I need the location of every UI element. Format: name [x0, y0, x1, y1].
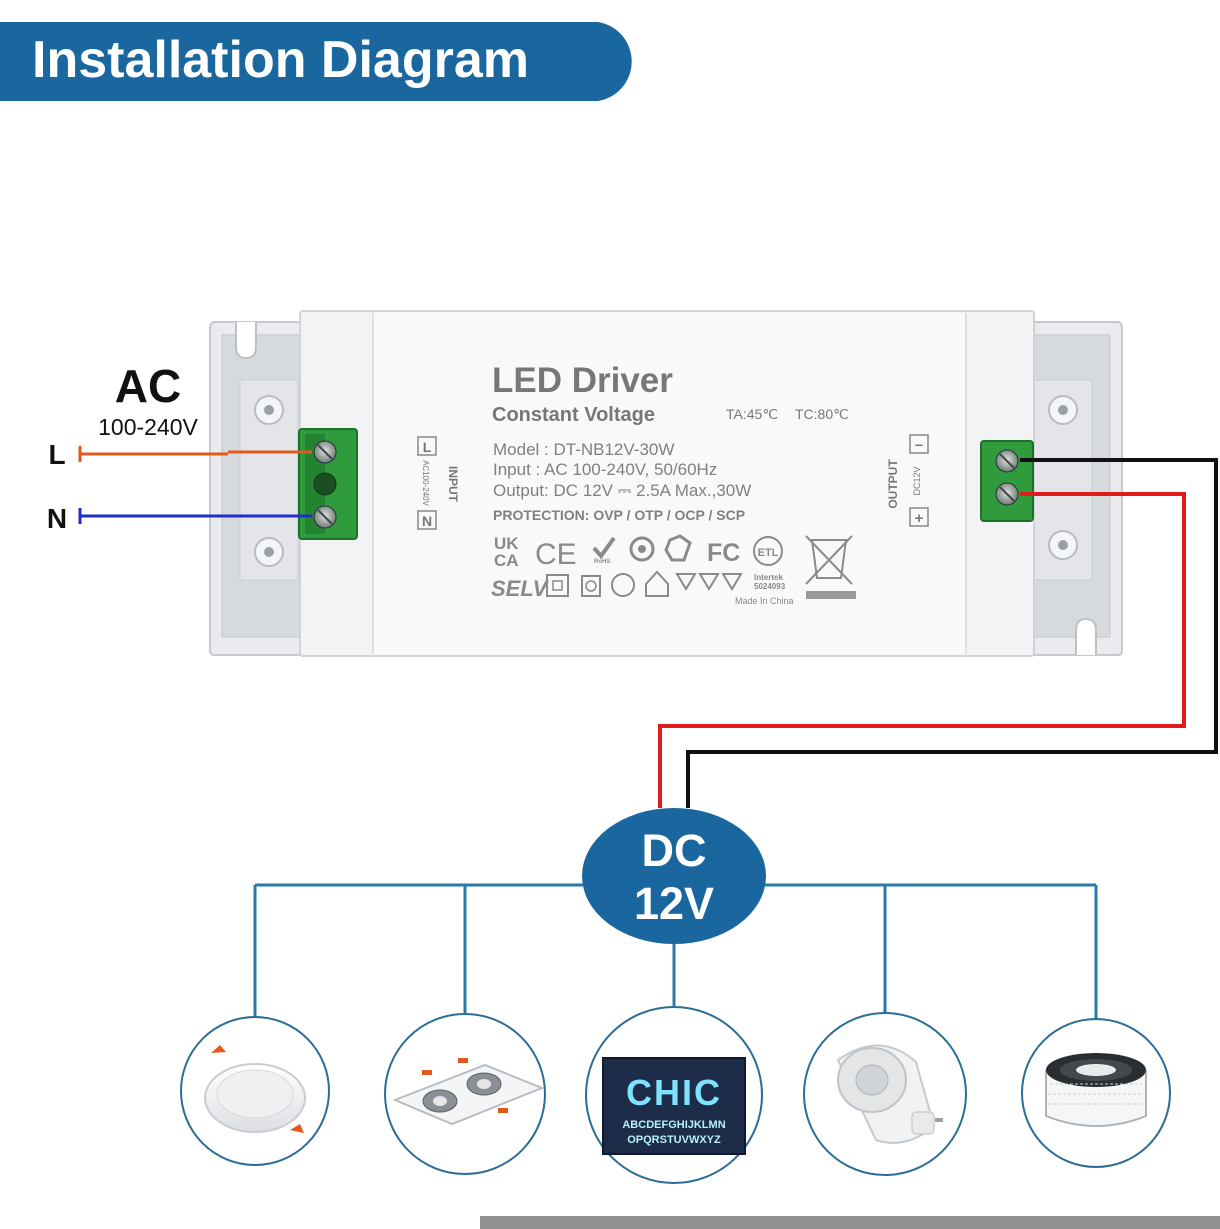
sign-line-2: OPQRSTUVWXYZ	[627, 1134, 721, 1146]
left-end-cap	[209, 321, 303, 656]
intertek-mark: Intertek	[754, 573, 783, 582]
right-end-cap	[1029, 321, 1123, 656]
driver-label-panel	[373, 313, 966, 654]
ce-mark: CE	[535, 538, 577, 571]
input-spec: AC100-240V	[421, 460, 430, 506]
input-line: Input : AC 100-240V, 50/60Hz	[493, 460, 717, 479]
input-terminal-block	[298, 428, 358, 540]
header-banner: Installation Diagram	[0, 22, 632, 101]
weee-bin-icon	[805, 535, 853, 585]
page-title: Installation Diagram	[32, 31, 529, 89]
neutral-label: N	[47, 503, 67, 534]
ac-wires	[78, 446, 312, 524]
output-side-label: OUTPUT	[886, 459, 900, 509]
negative-wire	[686, 458, 1218, 808]
header-background	[0, 22, 632, 101]
f-mark-icon	[721, 573, 743, 591]
rohs-mark: RoHS	[594, 559, 610, 565]
fc-mark: FC	[707, 539, 740, 567]
input-side-label: INPUT	[446, 466, 460, 503]
output-minus-mark: −	[915, 437, 923, 453]
ukca-mark-top: UK	[494, 534, 519, 553]
intertek-number: 5024093	[754, 582, 786, 591]
class-ii-icon	[629, 536, 655, 562]
output-side-print: − + DC12V OUTPUT	[886, 434, 929, 527]
bottom-bar	[480, 1216, 1220, 1229]
dc-hub-line1: DC	[642, 825, 707, 876]
tc-rating: TC:80℃	[795, 406, 849, 422]
led-strip-reel-icon	[1045, 1053, 1147, 1127]
output-spec: DC12V	[912, 466, 922, 495]
mm-mark-icon	[675, 573, 697, 591]
load-grille-spotlight	[384, 1013, 546, 1175]
gu10-bulb-icon	[836, 1044, 943, 1144]
distribution-lines	[253, 883, 1098, 1018]
rohs-check-icon	[592, 536, 616, 560]
driver-title: LED Driver	[492, 361, 673, 400]
sign-line-1: ABCDEFGHIJKLMN	[622, 1119, 725, 1131]
output-terminal-block	[980, 440, 1034, 522]
dc-hub-line2: 12V	[634, 878, 714, 929]
weee-bar	[806, 591, 856, 599]
dc-hub: DC 12V	[582, 808, 766, 944]
recycle-icon	[664, 534, 692, 562]
load-gu10-bulb	[803, 1012, 967, 1176]
sign-big-text: CHIC	[626, 1072, 722, 1113]
etl-icon	[753, 536, 783, 566]
transformer-icon	[581, 575, 601, 597]
input-neutral-mark: N	[422, 513, 432, 529]
load-sign-letters: CHIC ABCDEFGHIJKLMN OPQRSTUVWXYZ	[585, 1006, 763, 1184]
indoor-use-icon	[645, 570, 669, 597]
grille-light-icon	[392, 1058, 545, 1126]
ukca-mark-bottom: CA	[494, 551, 519, 570]
dc-wires	[658, 458, 1218, 808]
selv-mark: SELV	[491, 576, 550, 601]
mm-mark-2-icon	[698, 573, 720, 591]
output-plus-mark: +	[915, 510, 924, 527]
output-line: Output: DC 12V ⎓ 2.5A Max.,30W	[493, 481, 751, 500]
ac-label: AC	[115, 360, 181, 412]
load-downlight	[180, 1016, 330, 1166]
downlight-icon	[204, 1045, 306, 1133]
input-live-mark: L	[423, 439, 432, 455]
safety-box-icon	[546, 574, 569, 597]
lamp-symbol-icon	[611, 573, 635, 597]
live-label: L	[48, 439, 65, 470]
ta-rating: TA:45℃	[726, 406, 778, 422]
driver-subtitle: Constant Voltage	[492, 404, 655, 426]
sign-letters-icon: CHIC ABCDEFGHIJKLMN OPQRSTUVWXYZ	[602, 1057, 746, 1155]
etl-mark: ETL	[758, 547, 779, 559]
ac-input: AC 100-240V L N	[47, 360, 199, 534]
led-driver: LED Driver Constant Voltage TA:45℃ TC:80…	[209, 310, 1123, 657]
positive-wire	[658, 492, 1186, 808]
dc-hub-badge	[582, 808, 766, 944]
model-line: Model : DT-NB12V-30W	[493, 440, 674, 459]
load-led-strip	[1021, 1018, 1171, 1168]
ac-voltage-label: 100-240V	[98, 414, 198, 440]
made-in-label: Made In China	[735, 596, 794, 606]
protection-line: PROTECTION: OVP / OTP / OCP / SCP	[493, 507, 745, 523]
certification-marks: UK CA CE RoHS FC ETL SELV	[491, 534, 856, 606]
input-side-print: L N AC100-240V INPUT	[417, 436, 460, 530]
